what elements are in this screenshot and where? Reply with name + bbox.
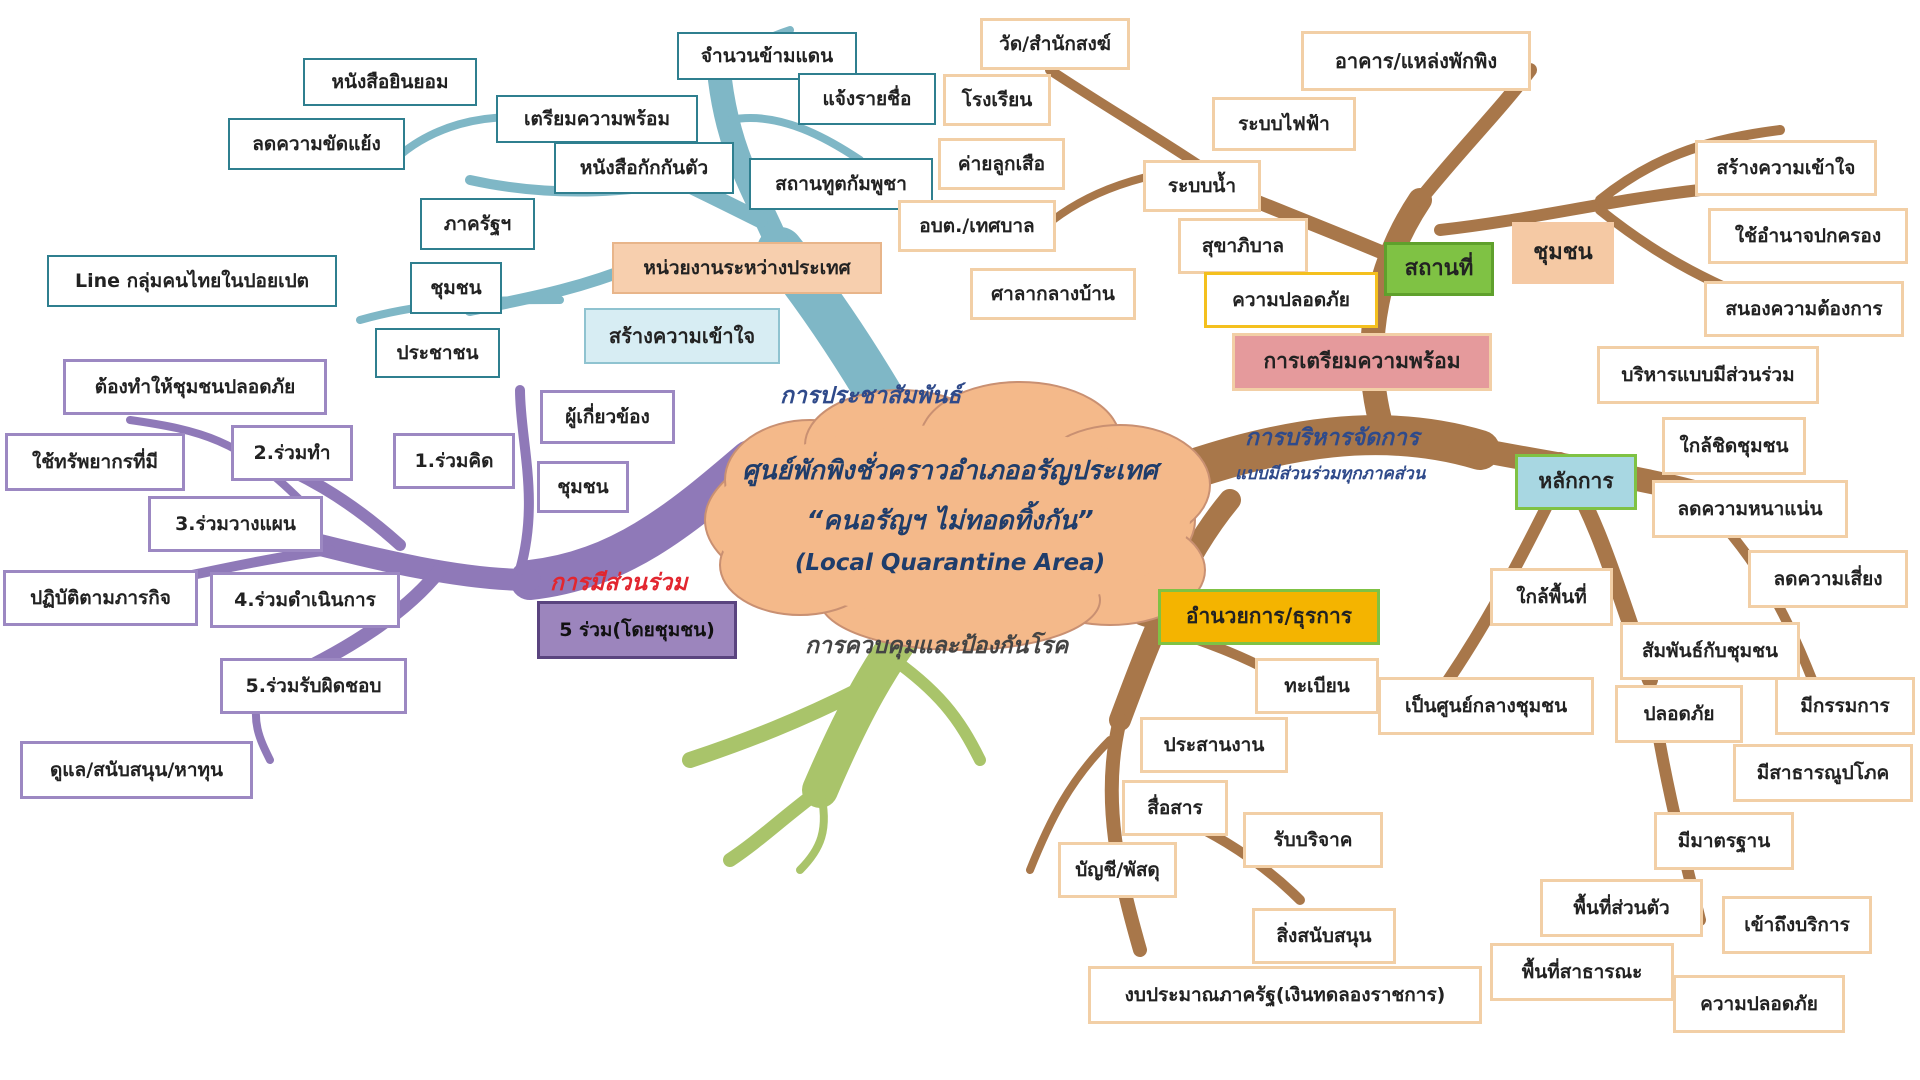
node-quarantine-letter: หนังสือกักกันตัว <box>554 142 734 194</box>
node-meet-needs: สนองความต้องการ <box>1704 281 1904 337</box>
node-plan-together: 3.ร่วมวางแผน <box>148 496 323 552</box>
center-cloud <box>704 381 1211 651</box>
node-school: โรงเรียน <box>943 74 1051 126</box>
node-has-standard: มีมาตรฐาน <box>1654 812 1794 870</box>
node-participatory-management: บริหารแบบมีส่วนร่วม <box>1597 346 1819 404</box>
node-government: ภาครัฐฯ <box>420 198 535 250</box>
node-safe: ปลอดภัย <box>1615 685 1743 743</box>
node-water-system: ระบบน้ำ <box>1143 160 1261 212</box>
node-make-community-safe: ต้องทำให้ชุมชนปลอดภัย <box>63 359 327 415</box>
node-shelter-building: อาคาร/แหล่งพักพิง <box>1301 31 1531 91</box>
node-community-center: เป็นศูนย์กลางชุมชน <box>1378 677 1594 735</box>
node-reduce-density: ลดความหนาแน่น <box>1652 480 1848 538</box>
node-admin: อำนวยการ/ธุรการ <box>1158 589 1380 645</box>
node-scout-camp: ค่ายลูกเสือ <box>938 138 1065 190</box>
node-use-authority: ใช้อำนาจปกครอง <box>1708 208 1908 264</box>
node-border-crossing-count: จำนวนข้ามแดน <box>677 32 857 80</box>
node-build-understanding-right: สร้างความเข้าใจ <box>1695 140 1877 196</box>
center-title: ศูนย์พักพิงชั่วคราวอำเภออรัญประเทศ <box>742 456 1158 486</box>
node-safety-right: ความปลอดภัย <box>1673 975 1845 1033</box>
node-do-together: 2.ร่วมทำ <box>231 425 353 481</box>
node-preparation: การเตรียมความพร้อม <box>1232 333 1492 391</box>
center-subtitle: (Local Quarantine Area) <box>794 550 1106 576</box>
node-close-to-community: ใกล้ชิดชุมชน <box>1662 417 1806 475</box>
node-think-together: 1.ร่วมคิด <box>393 433 515 489</box>
branch-label-management-sub: แบบมีส่วนร่วมทุกภาคส่วน <box>1235 464 1426 484</box>
node-five-together: 5 ร่วม(โดยชุมชน) <box>537 601 737 659</box>
node-line-group: Line กลุ่มคนไทยในปอยเปต <box>47 255 337 307</box>
node-operate-together: 4.ร่วมดำเนินการ <box>210 572 400 628</box>
node-near-area: ใกล้พื้นที่ <box>1490 568 1613 626</box>
node-responsible-together: 5.ร่วมรับผิดชอบ <box>220 658 407 714</box>
node-follow-mission: ปฏิบัติตามภารกิจ <box>3 570 198 626</box>
node-accounting: บัญชี/พัสดุ <box>1058 842 1177 898</box>
branch-label-public-relations: การประชาสัมพันธ์ <box>780 383 962 409</box>
node-community-relation: สัมพันธ์กับชุมชน <box>1620 622 1800 680</box>
node-public-space: พื้นที่สาธารณะ <box>1490 943 1674 1001</box>
node-support-items: สิ่งสนับสนุน <box>1252 908 1396 964</box>
node-community-teal: ชุมชน <box>410 262 502 314</box>
node-has-committee: มีกรรมการ <box>1775 677 1915 735</box>
node-registration: ทะเบียน <box>1255 658 1379 714</box>
node-coordination: ประสานงาน <box>1140 717 1288 773</box>
node-local-admin: อบต./เทศบาล <box>898 200 1056 252</box>
node-reduce-risk: ลดความเสี่ยง <box>1748 550 1908 608</box>
node-donation: รับบริจาค <box>1243 812 1383 868</box>
node-stakeholders: ผู้เกี่ยวข้อง <box>540 390 675 444</box>
node-village-hall: ศาลากลางบ้าน <box>970 268 1136 320</box>
node-temple: วัด/สำนักสงฆ์ <box>980 18 1130 70</box>
center-slogan: “คนอรัญฯ ไม่ทอดทิ้งกัน” <box>806 506 1094 536</box>
node-preparedness: เตรียมความพร้อม <box>496 95 698 143</box>
branch-label-disease-control: การควบคุมและป้องกันโรค <box>805 633 1069 659</box>
branch-label-participation: การมีส่วนร่วม <box>550 570 688 596</box>
node-principle: หลักการ <box>1515 454 1637 510</box>
node-communication: สื่อสาร <box>1122 780 1228 836</box>
node-government-budget: งบประมาณภาครัฐ(เงินทดลองราชการ) <box>1088 966 1482 1024</box>
node-public: ประชาชน <box>375 328 500 378</box>
node-has-utilities: มีสาธารณูปโภค <box>1733 744 1913 802</box>
node-report-names: แจ้งรายชื่อ <box>798 73 936 125</box>
node-build-understanding-teal: สร้างความเข้าใจ <box>584 308 780 364</box>
node-access-services: เข้าถึงบริการ <box>1722 896 1872 954</box>
node-safety-place: ความปลอดภัย <box>1204 272 1378 328</box>
node-sanitation: สุขาภิบาล <box>1178 218 1308 274</box>
node-reduce-conflict: ลดความขัดแย้ง <box>228 118 405 170</box>
node-care-support-fund: ดูแล/สนับสนุน/หาทุน <box>20 741 253 799</box>
node-international-agencies: หน่วยงานระหว่างประเทศ <box>612 242 882 294</box>
node-electricity: ระบบไฟฟ้า <box>1212 97 1356 151</box>
node-use-resources: ใช้ทรัพยากรที่มี <box>5 433 185 491</box>
node-place: สถานที่ <box>1384 242 1494 296</box>
node-private-space: พื้นที่ส่วนตัว <box>1540 879 1703 937</box>
node-cambodian-embassy: สถานทูตกัมพูชา <box>749 158 933 210</box>
branch-label-management: การบริหารจัดการ <box>1245 425 1420 451</box>
node-consent-letter: หนังสือยินยอม <box>303 58 477 106</box>
node-community-purple: ชุมชน <box>537 461 629 513</box>
node-community-right: ชุมชน <box>1512 222 1614 284</box>
